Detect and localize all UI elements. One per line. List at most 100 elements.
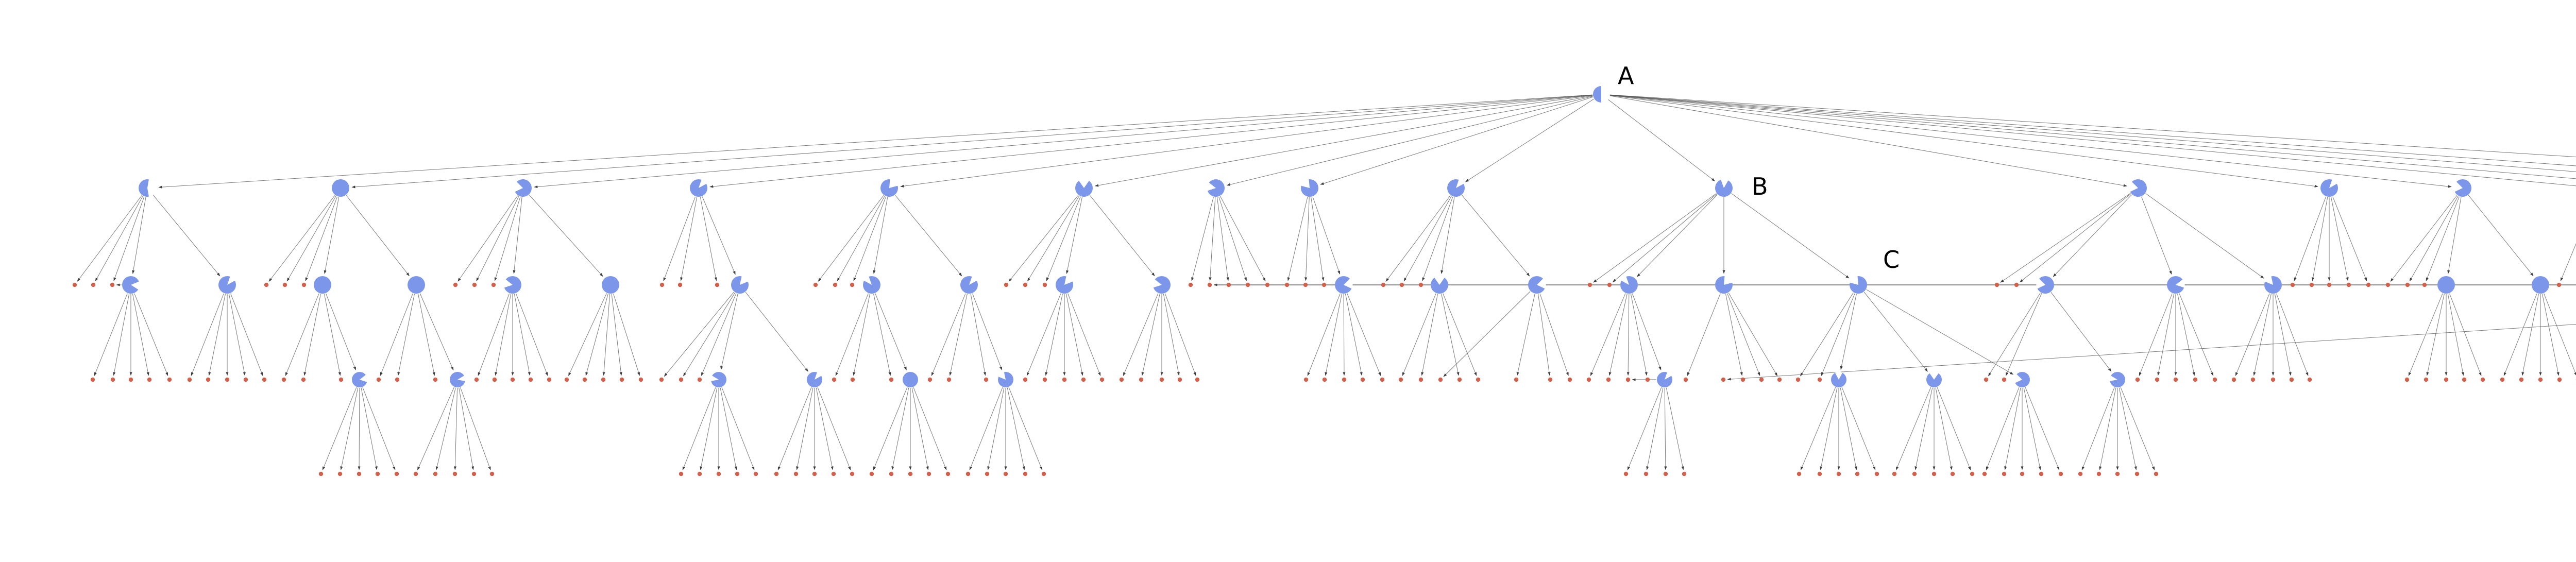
leaf-node [2250,377,2256,382]
edge-line [2274,294,2292,376]
leaf-node [128,377,133,382]
edge-line [1609,94,2576,179]
leaf-node [1438,377,1443,382]
leaf-node [1041,471,1046,476]
pie-notch [1078,179,1090,188]
edge-line [2025,387,2060,470]
leaf-node [2519,377,2524,382]
leaf-node [638,377,643,382]
pie-notch [1621,276,1629,285]
leaf-node [2366,282,2371,287]
edge-line [2409,196,2459,282]
edge-line [1986,387,2020,470]
edge-line [2053,194,2132,277]
edge-line [417,387,454,470]
leaf-node [889,471,894,476]
leaf-node [452,471,457,476]
leaf-node [1797,471,1802,476]
leaf-node [2212,377,2217,382]
edge-line [397,294,415,376]
leaf-node [677,282,683,287]
edge-line [1089,195,1155,277]
leaf-node [2556,282,2562,287]
leaf-node [547,377,552,382]
edge-line [900,95,1593,188]
leaf-node [1912,471,1917,476]
edge-line [2119,387,2137,470]
edge-line [1866,289,2014,375]
edge-line [969,387,1003,470]
leaf-node [489,471,495,476]
leaf-node [2020,471,2025,476]
leaf-node [716,471,721,476]
leaf-node [492,377,497,382]
pie-notch [2176,279,2185,288]
edge-line [700,387,718,470]
leaf-node [2480,377,2485,382]
leaf-node [1817,471,1822,476]
leaf-node [850,282,855,287]
edge-line [1141,294,1160,376]
leaf-node [301,282,307,287]
edge-line [1840,387,1857,470]
edge-line [1820,387,1838,470]
edge-line [478,293,510,376]
pie-notch [2109,375,2117,381]
leaf-node [582,377,587,382]
edge-line [2139,293,2173,376]
edge-line [1863,292,1928,372]
edge-line [158,94,1593,189]
leaf-node [619,377,624,382]
node-label-C: C [1883,246,1900,274]
leaf-node [869,471,874,476]
leaf-node [510,377,515,382]
leaf-node [1721,377,1726,382]
leaf-node [1984,377,1989,382]
leaf-node [715,282,720,287]
edge-line [931,293,966,376]
leaf-node [1099,377,1105,382]
edge-line [1067,293,1101,376]
leaf-node [1855,471,1860,476]
edge-line [2560,243,2576,281]
edge-line [1007,387,1025,470]
leaf-node [926,471,931,476]
leaf-node [1004,282,1009,287]
edge-line [816,387,834,470]
edge-line [2157,294,2175,376]
edge-line [1164,293,1196,376]
edge-line [2468,195,2534,277]
edge-line [602,294,611,376]
leaf-node [375,471,380,476]
leaf-node [2155,377,2160,382]
edge-line [680,197,698,281]
edge-line [2177,294,2195,376]
edge-line [94,293,128,376]
leaf-node [2309,282,2314,287]
edge-line [95,196,143,282]
edge-line [351,94,1593,189]
edge-line [1626,294,1630,376]
leaf-node [72,282,77,287]
edge-line [268,195,335,282]
edge-line [818,195,884,282]
edge-line [513,197,522,274]
leaf-node [812,471,817,476]
pie-notch [227,276,235,285]
leaf-node [225,377,230,382]
edge-line [1422,196,1453,281]
edge-line [2449,293,2482,376]
edge-line [1627,387,1662,470]
leaf-node [774,471,779,476]
edge-line [2253,294,2272,376]
leaf-node [1398,377,1403,382]
pie-notch [2453,181,2463,192]
edge-line [1220,196,1266,282]
leaf-node [1062,377,1067,382]
internal-node [332,179,349,197]
edge-line [911,387,929,470]
edge-line [1728,293,1778,377]
leaf-node [2096,471,2102,476]
leaf-node [1663,471,1668,476]
